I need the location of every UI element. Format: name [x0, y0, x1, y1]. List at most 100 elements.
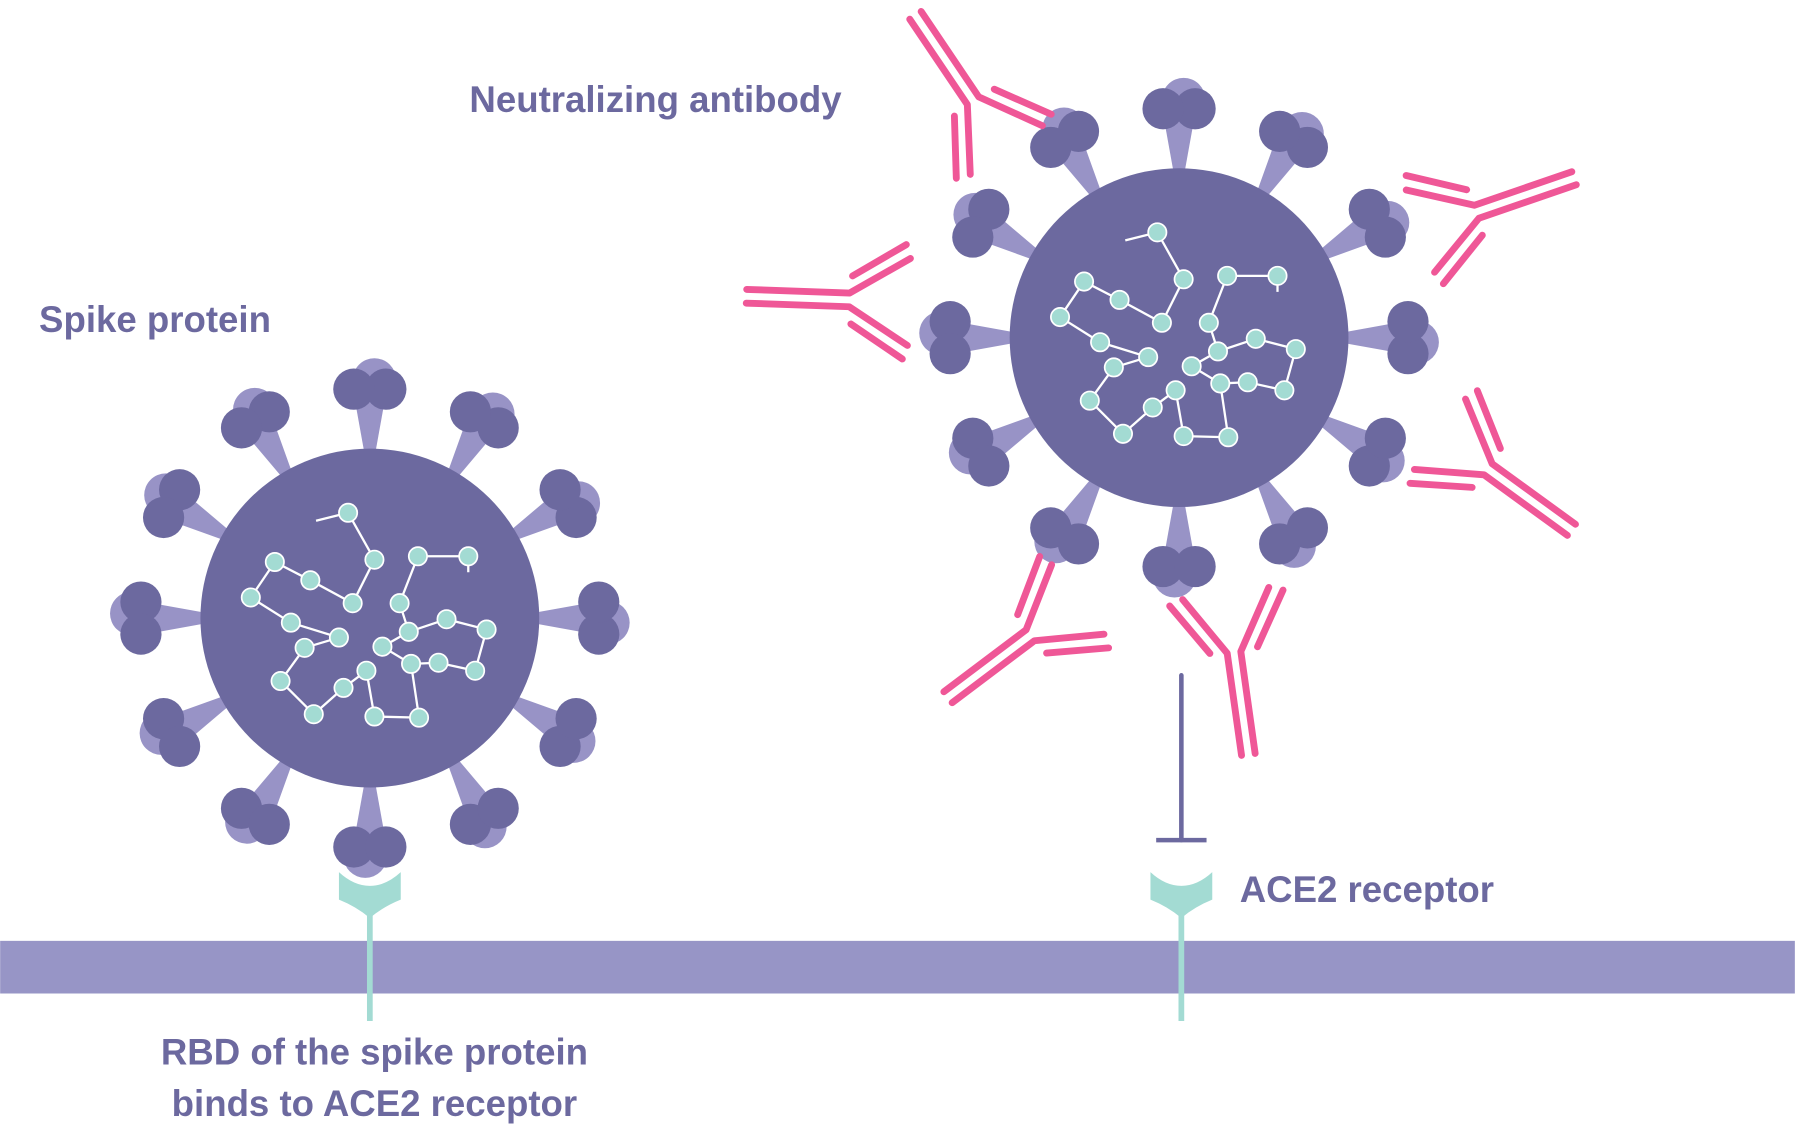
antibody-light-chain: [1406, 479, 1476, 491]
spike-stalk: [1164, 497, 1194, 556]
spike-head-lobe: [159, 725, 201, 768]
antibody-light-chain: [1473, 387, 1504, 452]
antibody: [1402, 168, 1580, 288]
rna-nucleotide: [1109, 289, 1130, 310]
rna-nucleotide: [1103, 357, 1124, 378]
antibody-heavy-chain: [1410, 466, 1571, 539]
antibody-light-chain: [1166, 602, 1214, 657]
rna-nucleotide: [1173, 426, 1194, 447]
spike-head-lobe: [968, 445, 1010, 487]
antibody-light-chain: [1402, 172, 1471, 194]
spike-head-lobe: [1174, 88, 1216, 130]
spike-head-lobe: [1259, 110, 1301, 152]
rna-nucleotide: [280, 612, 301, 633]
spike-head-lobe: [365, 826, 407, 868]
rna-nucleotide: [328, 627, 349, 648]
label-spike-protein: Spike protein: [39, 299, 271, 340]
rna-nucleotide: [364, 549, 385, 570]
rna-nucleotide: [303, 704, 324, 725]
rna-nucleotide: [1198, 312, 1219, 333]
rna-nucleotide: [1173, 269, 1194, 290]
antibody-light-chain: [1439, 231, 1486, 288]
antibody: [1406, 387, 1579, 539]
spike-head-lobe: [929, 333, 971, 375]
antibody-heavy-chain: [1431, 181, 1580, 276]
spike-protein: [1255, 474, 1329, 568]
label-ace2-receptor: ACE2 receptor: [1240, 869, 1494, 910]
virus-envelope: [200, 448, 540, 788]
spike-protein: [1315, 188, 1410, 262]
spike-protein: [1142, 497, 1216, 598]
spike-head-lobe: [142, 496, 185, 539]
rna-nucleotide: [1285, 339, 1306, 360]
spike-protein: [446, 391, 519, 482]
antibody-heavy-chain: [1402, 168, 1576, 209]
spike-protein: [506, 694, 597, 768]
rna-nucleotide: [300, 570, 321, 591]
spike-stalk: [530, 603, 588, 633]
spike-protein: [1255, 110, 1329, 202]
rna-nucleotide: [1207, 341, 1229, 362]
spike-protein: [333, 358, 407, 458]
antibody-light-chain: [950, 112, 960, 182]
rna-nucleotide: [240, 587, 261, 608]
spike-head-lobe: [539, 469, 581, 511]
rna-nucleotide: [1217, 265, 1238, 286]
spike-protein: [142, 469, 234, 542]
spike-head-lobe: [578, 613, 620, 655]
spike-head-lobe: [1387, 301, 1429, 343]
rna-nucleotide: [338, 502, 359, 523]
rna-nucleotide: [1050, 307, 1071, 328]
rna-nucleotide: [1267, 265, 1288, 286]
virus-envelope: [1009, 168, 1349, 508]
spike-head-lobe: [1286, 507, 1329, 549]
virus-left: [110, 358, 630, 878]
virus-right: [919, 77, 1439, 598]
rna-nucleotide: [1079, 390, 1100, 411]
ace2-receptor: [1150, 872, 1213, 1021]
rna-nucleotide: [409, 707, 430, 728]
spike-protein: [220, 754, 294, 845]
spike-stalk: [354, 400, 385, 458]
spike-head-lobe: [578, 581, 620, 623]
cell-membrane: [0, 940, 1795, 994]
spike-head-lobe: [477, 787, 519, 829]
rna-nucleotide: [264, 551, 285, 573]
antibody: [906, 8, 1055, 182]
ace2-receptor: [338, 872, 401, 1021]
spike-head-lobe: [333, 826, 375, 868]
spike-head-lobe: [333, 368, 375, 410]
spike-protein: [1030, 107, 1103, 202]
antibody-heavy-chain: [948, 630, 1108, 707]
spike-head-lobe: [1030, 126, 1072, 169]
receptor-binding-site: [338, 872, 401, 918]
antibody-heavy-chain: [906, 15, 974, 178]
spike-head-lobe: [929, 301, 971, 343]
antibody-light-chain: [847, 320, 906, 363]
rna-nucleotide: [465, 660, 486, 681]
spike-protein: [446, 754, 519, 849]
spike-protein: [1142, 77, 1216, 178]
rna-nucleotide: [270, 671, 291, 692]
spike-protein: [919, 301, 1019, 375]
spike-stalk: [1339, 322, 1397, 353]
rna-nucleotide: [1245, 328, 1266, 349]
receptor-binding-site: [1150, 872, 1213, 918]
rna-nucleotide: [342, 593, 363, 614]
spike-protein: [948, 413, 1043, 487]
spike-head-lobe: [120, 581, 162, 623]
antibody: [940, 553, 1113, 707]
spike-head-lobe: [555, 698, 597, 740]
spike-head-lobe: [1387, 333, 1429, 375]
spike-protein: [1339, 301, 1439, 375]
antibody-heavy-chain: [743, 255, 914, 297]
rna-nucleotide: [356, 660, 377, 681]
label-rbd-line1: RBD of the spike protein: [161, 1031, 588, 1072]
spike-head-lobe: [1057, 523, 1100, 565]
spike-head-lobe: [220, 407, 263, 449]
rna-nucleotide: [436, 609, 457, 630]
spike-head-lobe: [1364, 417, 1406, 459]
spike-protein: [333, 778, 407, 878]
spike-protein: [1315, 413, 1406, 487]
